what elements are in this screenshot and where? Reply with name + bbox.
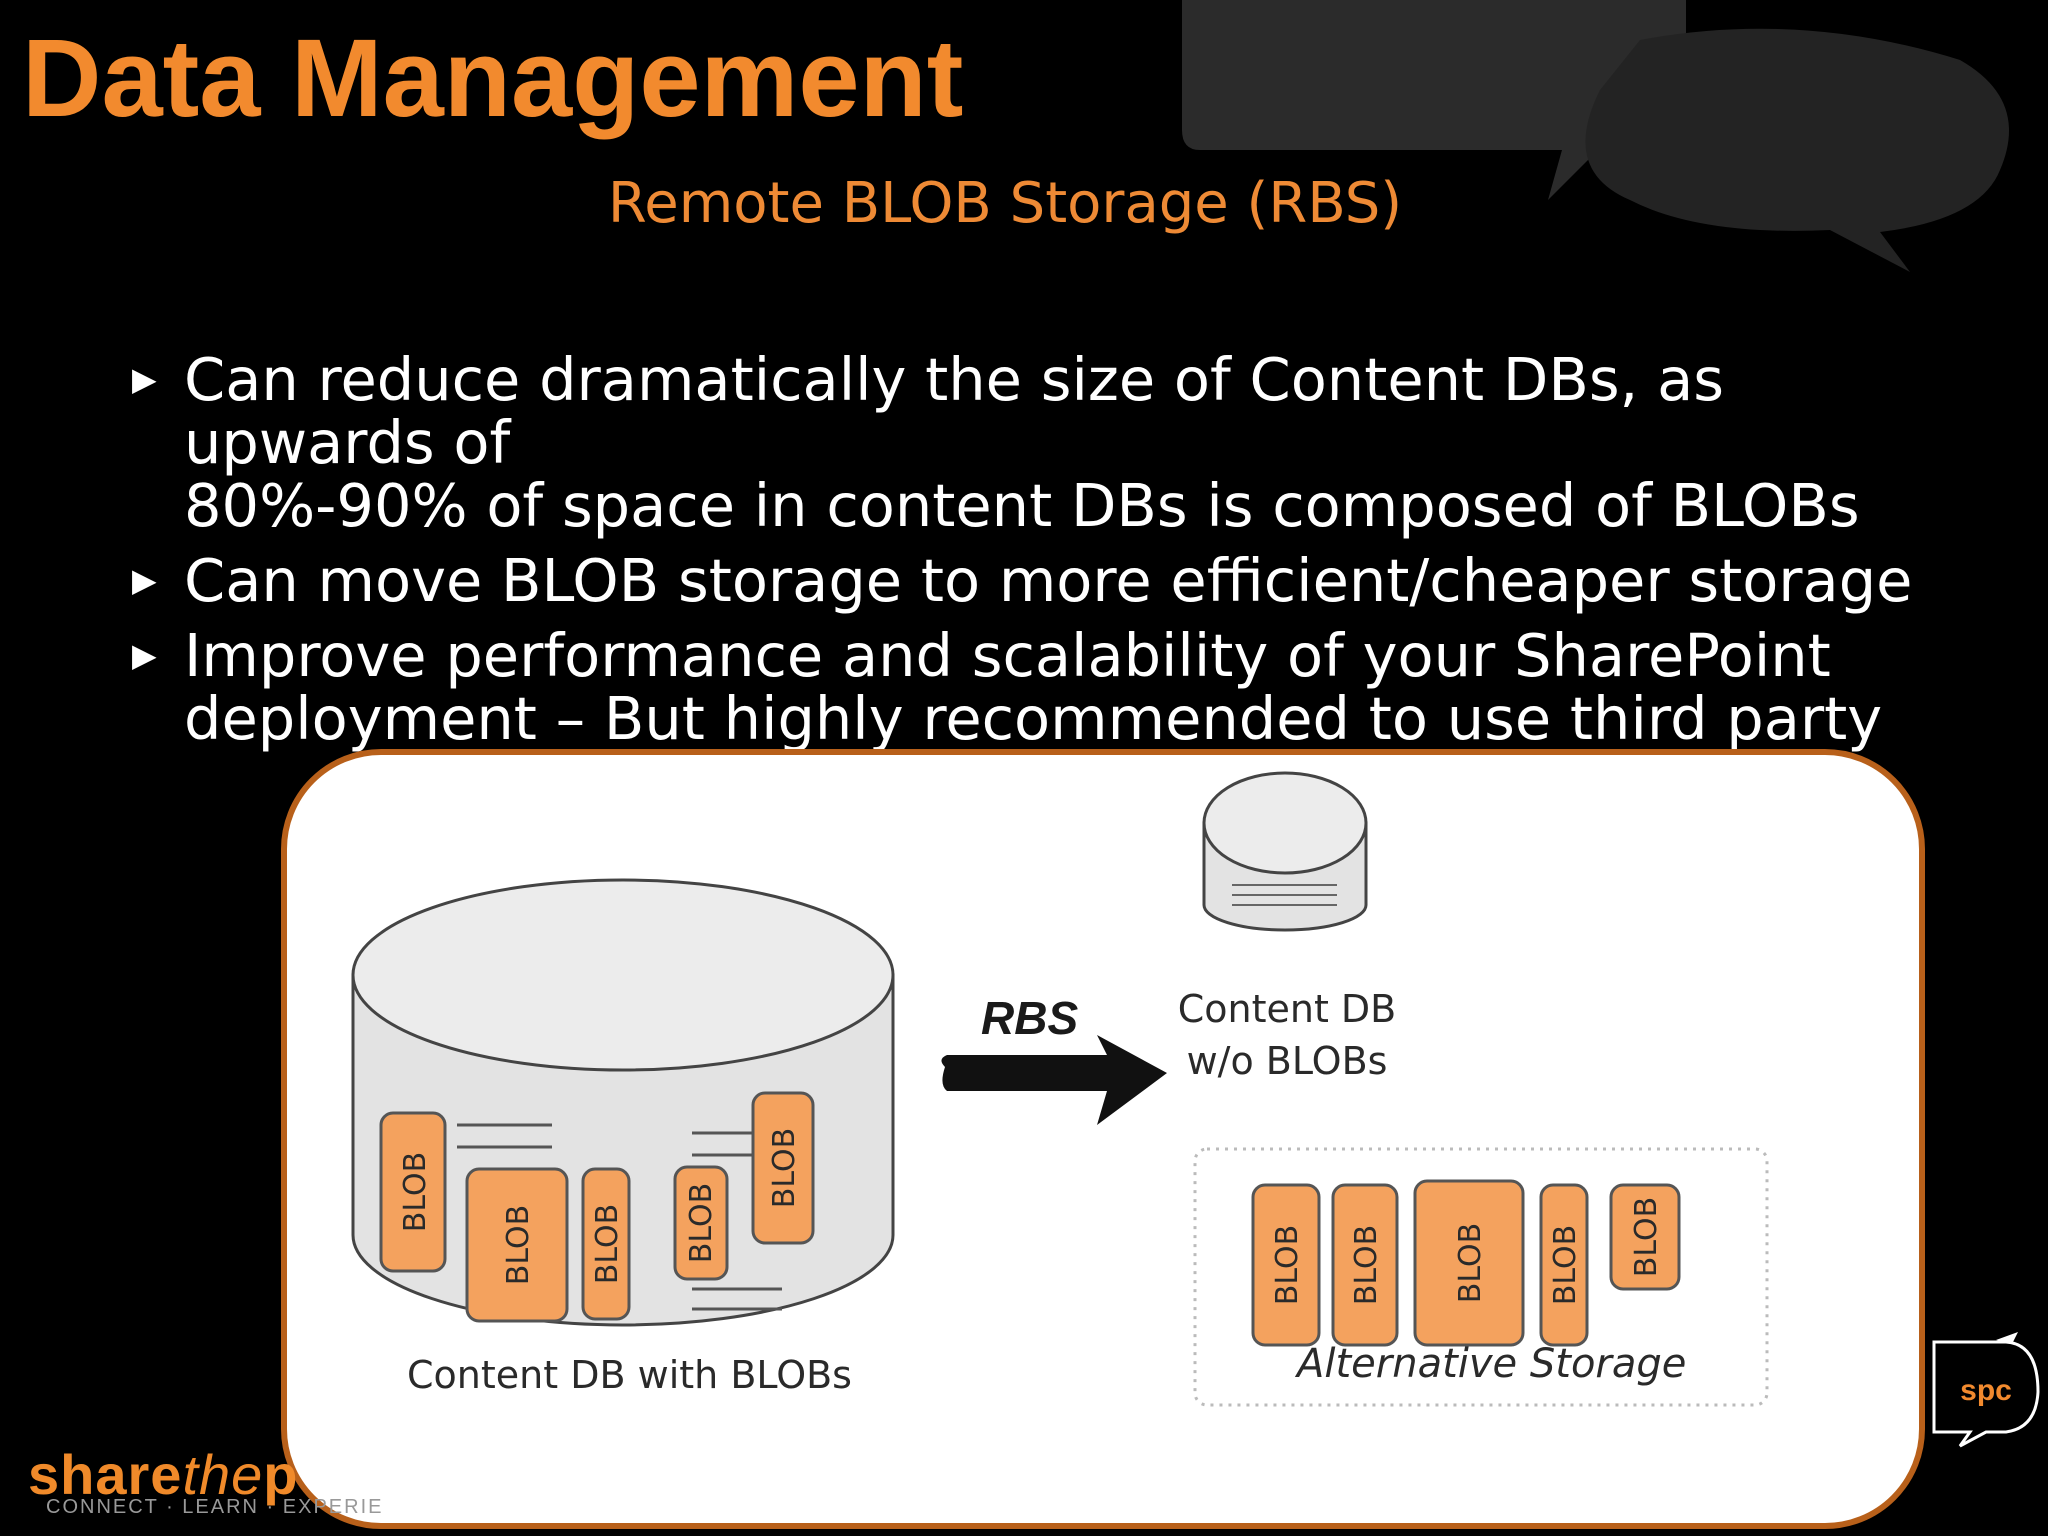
- label-line: w/o BLOBs: [1186, 1039, 1388, 1083]
- bullet-item: ▶ Can move BLOB storage to more efficien…: [132, 549, 1962, 612]
- blob-block-icon: BLOB: [465, 1167, 569, 1323]
- blob-label: BLOB: [1349, 1225, 1384, 1305]
- blob-label: BLOB: [398, 1152, 433, 1232]
- bullet-arrow-icon: ▶: [132, 636, 157, 674]
- blob-block-icon: BLOB: [379, 1111, 447, 1273]
- rbs-label: RBS: [981, 992, 1079, 1044]
- bullet-line: Can move BLOB storage to more efficient/…: [184, 546, 1913, 615]
- blob-block-icon: BLOB: [1251, 1183, 1321, 1347]
- bullet-line: 80%-90% of space in content DBs is compo…: [184, 471, 1860, 540]
- blob-group-in-db: BLOB BLOB BLOB BLOB BLOB: [379, 1091, 815, 1323]
- bullet-item: ▶ Improve performance and scalability of…: [132, 624, 1962, 750]
- bullet-line: Can reduce dramatically the size of Cont…: [184, 345, 1724, 477]
- spc-logo: spc: [1926, 1332, 2048, 1474]
- alternative-storage-label: Alternative Storage: [1297, 1341, 1687, 1387]
- blob-block-icon: BLOB: [1539, 1183, 1589, 1347]
- blob-label: BLOB: [1453, 1223, 1488, 1303]
- blob-label: BLOB: [501, 1205, 536, 1285]
- logo-text: share: [28, 1443, 183, 1506]
- blob-block-icon: BLOB: [1331, 1183, 1399, 1347]
- bullet-list: ▶ Can reduce dramatically the size of Co…: [132, 348, 1962, 762]
- blob-label: BLOB: [684, 1183, 719, 1263]
- alternative-storage-box: [1193, 1147, 1769, 1407]
- blob-group-alternative: BLOB BLOB BLOB BLOB BLOB: [1251, 1179, 1681, 1347]
- bullet-arrow-icon: ▶: [132, 561, 157, 599]
- blob-label: BLOB: [590, 1204, 625, 1284]
- blob-label: BLOB: [1548, 1225, 1583, 1305]
- rbs-arrow-icon: [941, 1035, 1167, 1125]
- spc-text: spc: [1960, 1374, 2012, 1407]
- slide-subtitle: Remote BLOB Storage (RBS): [607, 171, 1403, 236]
- logo-text: the: [182, 1443, 264, 1506]
- bullet-item: ▶ Can reduce dramatically the size of Co…: [132, 348, 1962, 537]
- sharethepoint-logo: sharethep: [28, 1442, 299, 1507]
- content-db-without-blobs-label: Content DB w/o BLOBs: [1177, 983, 1397, 1087]
- bullet-line: Improve performance and scalability of y…: [184, 621, 1831, 690]
- logo-text: p: [263, 1443, 299, 1506]
- blob-label: BLOB: [767, 1128, 802, 1208]
- blob-block-icon: BLOB: [1413, 1179, 1525, 1347]
- label-line: Content DB: [1177, 987, 1397, 1031]
- blob-label: BLOB: [1270, 1225, 1305, 1305]
- blob-label: BLOB: [1629, 1197, 1664, 1277]
- logo-tagline: CONNECT · LEARN · EXPERIE: [46, 1496, 384, 1518]
- rbs-diagram: BLOB BLOB BLOB BLOB BLOB: [351, 771, 1769, 1407]
- content-db-with-blobs-label: Content DB with BLOBs: [407, 1353, 852, 1397]
- blob-block-icon: BLOB: [1609, 1183, 1681, 1291]
- bullet-arrow-icon: ▶: [132, 360, 157, 398]
- spc-bubble-icon: spc: [1926, 1332, 2048, 1474]
- blob-block-icon: BLOB: [751, 1091, 815, 1245]
- blob-block-icon: BLOB: [581, 1167, 631, 1321]
- speech-bubbles-decoration: [1182, 0, 2009, 272]
- bullet-line: deployment – But highly recommended to u…: [184, 684, 1883, 753]
- blob-block-icon: BLOB: [673, 1165, 729, 1281]
- rbs-diagram-panel: BLOB BLOB BLOB BLOB BLOB: [281, 749, 1925, 1529]
- slide-title: Data Management: [22, 17, 964, 140]
- small-db-cylinder-icon: [1202, 771, 1368, 932]
